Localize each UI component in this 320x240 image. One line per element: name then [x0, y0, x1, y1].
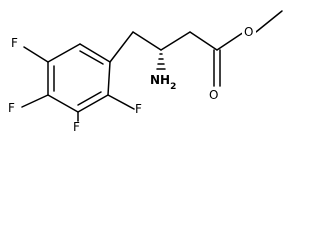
bond-c3-ch2	[160, 31, 191, 51]
ring-inner-bond-c5-c6	[77, 91, 102, 106]
ring-bond-c2-c3	[47, 43, 81, 63]
fluorine-left-label: F	[8, 101, 15, 115]
bond-ring-fluorine-left	[21, 94, 49, 108]
amine-subscript: 2	[170, 82, 176, 92]
hashed-wedge-bond	[156, 53, 166, 70]
bond-ch2-carbonyl	[189, 31, 218, 51]
ester-oxygen-label: O	[244, 25, 253, 39]
bond-ch2-c3	[132, 31, 162, 51]
ring-bond-c4-c5	[47, 94, 79, 113]
carbonyl-oxygen-label-bg	[208, 88, 220, 102]
fluorine-bottom-right-label: F	[135, 102, 142, 116]
bond-ring-fluorine-bottom-right	[107, 94, 135, 110]
bond-ring-fluorine-top-left	[23, 46, 49, 63]
ring-bond-c5-c6	[77, 94, 109, 113]
carbonyl-oxygen-label: O	[209, 88, 218, 102]
fluorine-bottom-left-label: F	[73, 120, 80, 131]
ring-inner-bond-c1-c2	[79, 50, 104, 65]
amine-main-text: NH	[150, 73, 170, 87]
structure-diagram: F F F F NH2 O O	[8, 10, 283, 131]
ring-bond-c1-c2	[79, 43, 111, 63]
amine-label: NH2	[150, 73, 176, 92]
bond-carbonyl-c-o-single	[216, 31, 245, 51]
ring-bond-c6-c1	[107, 61, 111, 96]
bond-ester-o-methyl	[255, 10, 283, 33]
bond-ring-ch2	[109, 31, 134, 63]
trifluorophenyl-ring	[47, 43, 111, 113]
ester-oxygen-label-bg	[242, 24, 256, 38]
fluorine-top-left-label: F	[11, 36, 18, 50]
